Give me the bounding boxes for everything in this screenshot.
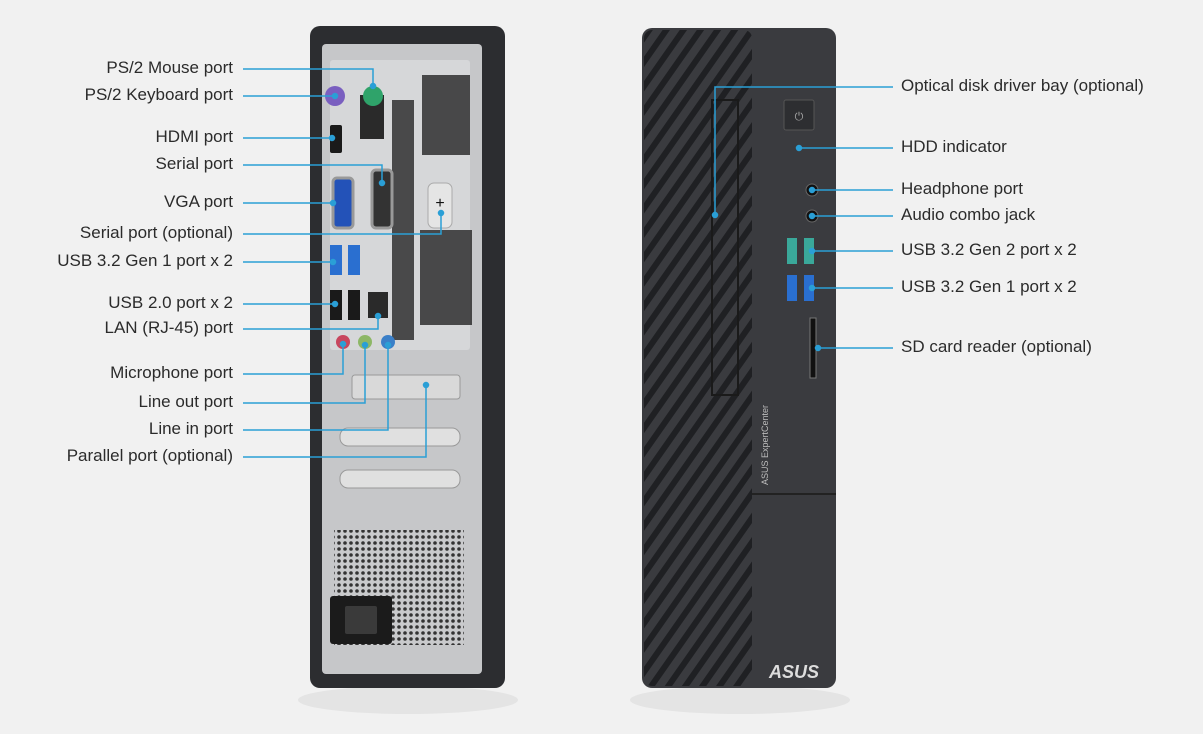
leader-line [243, 345, 366, 404]
front-port-label: USB 3.2 Gen 2 port x 2 [901, 240, 1077, 259]
rear-port-label: Serial port (optional) [79, 223, 233, 242]
svg-text:⏻: ⏻ [795, 111, 804, 123]
leader-line [243, 68, 374, 86]
leader-dot [808, 247, 816, 255]
leader-dot [329, 258, 337, 266]
leader-dot [814, 344, 822, 352]
front-port-label: Headphone port [901, 179, 1023, 198]
asus-logo: ASUS [768, 662, 819, 682]
leader-dot [808, 284, 816, 292]
leader-line [243, 345, 389, 431]
front-port-label: HDD indicator [901, 137, 1007, 156]
leader-dot [808, 212, 816, 220]
leader-dot [384, 341, 392, 349]
front-port-label: Optical disk driver bay (optional) [901, 76, 1144, 95]
leader-line [243, 164, 383, 183]
leader-line [243, 316, 379, 330]
front-view: ⏻ ASUS ExpertCenter ASUS [630, 28, 850, 714]
leader-dot [329, 199, 337, 207]
rear-port-label: Serial port [155, 154, 233, 173]
rear-port-label: LAN (RJ-45) port [104, 318, 233, 337]
leader-dot [374, 312, 382, 320]
leader-line [714, 86, 893, 215]
rear-port-label: VGA port [164, 192, 233, 211]
leader-dot [711, 211, 719, 219]
leader-dot [331, 92, 339, 100]
leader-dot [369, 82, 377, 90]
rear-port-label: Line out port [138, 392, 233, 411]
rear-port-label: USB 2.0 port x 2 [108, 293, 233, 312]
rear-port-label: PS/2 Mouse port [106, 58, 233, 77]
rear-port-label: PS/2 Keyboard port [84, 85, 233, 104]
rear-port-label: Parallel port (optional) [66, 446, 233, 465]
leader-line [243, 213, 442, 235]
leader-line [243, 344, 344, 375]
front-port-label: Audio combo jack [901, 205, 1036, 224]
leader-dot [339, 340, 347, 348]
rear-port-label: USB 3.2 Gen 1 port x 2 [57, 251, 233, 270]
leader-line [243, 385, 427, 458]
rear-port-label: Line in port [148, 419, 233, 438]
leader-dot [437, 209, 445, 217]
leader-dot [361, 341, 369, 349]
product-name: ASUS ExpertCenter [760, 405, 770, 485]
leader-dot [808, 186, 816, 194]
leader-dot [378, 179, 386, 187]
leader-dot [422, 381, 430, 389]
front-port-label: USB 3.2 Gen 1 port x 2 [901, 277, 1077, 296]
rear-view: + [298, 26, 518, 714]
leader-dot [328, 134, 336, 142]
leader-dot [331, 300, 339, 308]
leader-lines [243, 68, 893, 458]
svg-text:+: + [435, 195, 444, 212]
leader-dot [795, 144, 803, 152]
rear-port-label: Microphone port [110, 363, 233, 382]
rear-port-label: HDMI port [155, 127, 233, 146]
front-port-label: SD card reader (optional) [901, 337, 1092, 356]
